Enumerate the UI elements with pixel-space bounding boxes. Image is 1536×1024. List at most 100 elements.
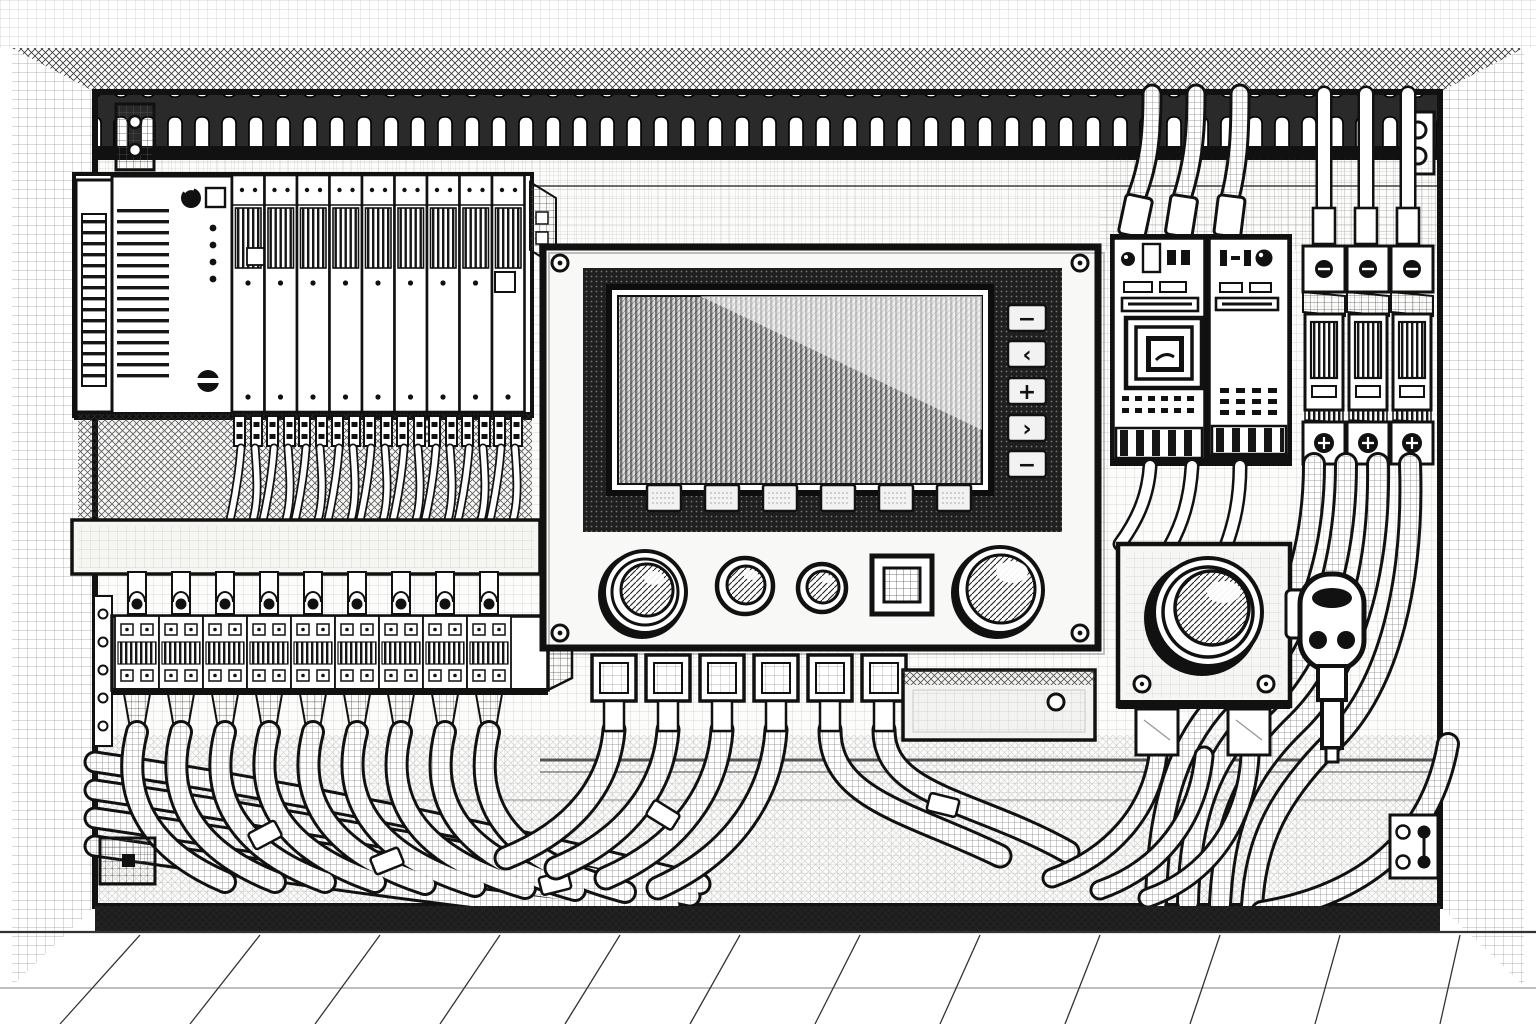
cable-ferrule [645,799,681,831]
estop-button[interactable] [1144,556,1264,676]
pushbutton-small[interactable] [795,561,849,615]
terminal-segment[interactable] [466,615,512,691]
indicator-icon [1121,252,1135,266]
blank-plate-bottom-right [1388,813,1440,880]
hmi-panel: − ‹ + › − [539,243,1105,655]
io-module[interactable] [328,173,364,414]
terminal-dots [1122,396,1194,413]
fuse-holder-1[interactable] [1301,244,1347,466]
cable-fitting [1353,206,1379,246]
terminal-strip [93,571,574,747]
rivet-icon [127,142,143,158]
io-module[interactable] [230,173,266,414]
hmi-corner-screws [550,253,1090,643]
pushbutton-medium[interactable] [714,555,776,617]
raceway-right [901,668,1097,742]
estop-leg [1134,707,1180,757]
side-button-3[interactable] [1006,376,1048,406]
io-module[interactable] [393,173,429,414]
terminal-dots [1220,388,1277,415]
meter-window [1123,315,1205,391]
io-module[interactable] [458,173,494,414]
io-module[interactable] [490,173,526,414]
terminal-segment[interactable] [246,615,292,691]
io-module[interactable] [360,173,396,414]
plc-power-supply [110,174,234,416]
cable-ferrule [369,846,405,876]
cable-ferrule [247,819,283,851]
terminal-tab [391,571,411,615]
cabinet-base [95,813,1440,932]
function-key-f2[interactable] [703,483,741,513]
contactor-modules [1110,234,1292,466]
io-module[interactable] [263,173,299,414]
terminal-tab [259,571,279,615]
brand-logo-icon [181,187,201,208]
io-module[interactable] [425,173,461,414]
key-switch[interactable] [1297,571,1367,764]
din-rail-end [93,595,113,747]
side-button-5-glyph: − [1018,453,1036,478]
plc-end-vent [74,178,114,414]
terminal-segment[interactable] [334,615,380,691]
estop-leg [1226,707,1272,757]
terminal-tab [347,571,367,615]
hmi-side-buttons: − ‹ + › − [1006,303,1048,479]
plc-wires [225,443,522,525]
key-hole-icon [1309,631,1327,649]
key-shaft [1320,698,1344,750]
terminal-tab [215,571,235,615]
function-key-f4[interactable] [819,483,857,513]
terminal-tab [435,571,455,615]
contactor-left[interactable] [1111,236,1207,462]
hmi-pushbuttons [598,545,1045,639]
side-button-1-glyph: − [1018,307,1036,332]
terminal-tab [479,571,499,615]
terminal-tab [171,571,191,615]
function-key-f3[interactable] [761,483,799,513]
square-button[interactable] [869,553,935,617]
fuse-holder-3[interactable] [1389,244,1435,466]
side-button-1[interactable] [1006,303,1048,333]
corner-bracket-top-left [114,102,156,172]
terminal-segment[interactable] [290,615,336,691]
terminal-segment[interactable] [114,615,160,691]
pushbutton-large-left[interactable] [598,549,688,639]
terminal-segment[interactable] [422,615,468,691]
function-key-f6[interactable] [935,483,973,513]
side-button-3-glyph: + [1018,380,1036,405]
cable-fitting [1311,206,1337,246]
pushbutton-large-right[interactable] [951,545,1045,639]
side-button-2-glyph: ‹ [1022,343,1031,368]
plc-rack [72,172,557,420]
screen-reflection [700,296,982,430]
cabinet-ceiling [12,48,1524,92]
terminal-tab [303,571,323,615]
side-button-2[interactable] [1006,339,1048,369]
function-key-f1[interactable] [645,483,683,513]
terminal-segment[interactable] [378,615,424,691]
cable-fitting [1164,193,1199,239]
bracket-bottom-left [98,836,157,886]
cable-fitting [1395,206,1421,246]
meter-needle [1154,353,1175,362]
function-key-f5[interactable] [877,483,915,513]
terminal-segment[interactable] [158,615,204,691]
fuse-holder-2[interactable] [1345,244,1391,466]
key-grip-window [1312,588,1352,608]
side-button-4[interactable] [1006,413,1048,443]
psu-switch[interactable] [204,186,227,209]
side-button-5[interactable] [1006,449,1048,479]
indicator-icon [1255,249,1273,267]
psu-port-icon [197,370,219,392]
hmi-screen[interactable] [617,295,983,485]
io-module[interactable] [295,173,331,414]
fuse-breakers [1301,244,1435,466]
contactor-right[interactable] [1207,236,1291,458]
side-button-4-glyph: › [1022,417,1031,442]
hmi-cables [506,730,1068,888]
top-wire-duct [95,92,1440,160]
terminal-segment[interactable] [202,615,248,691]
rivet-icon [127,114,143,130]
